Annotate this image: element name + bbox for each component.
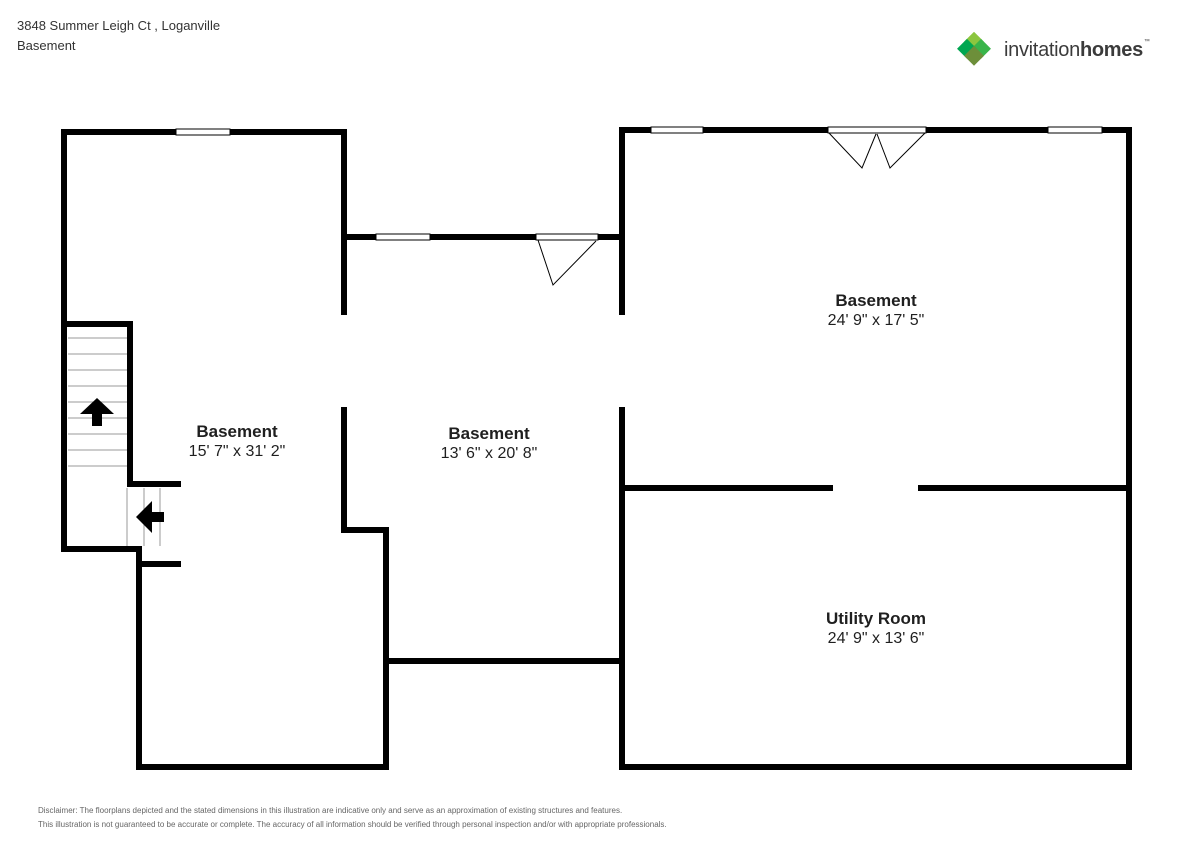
room-label-right-upper: Basement 24' 9" x 17' 5" — [828, 291, 925, 331]
double-door-right — [827, 126, 927, 169]
room-label-left: Basement 15' 7" x 31' 2" — [189, 422, 286, 462]
property-address: 3848 Summer Leigh Ct , Loganville — [17, 18, 221, 33]
room-name: Utility Room — [825, 609, 927, 628]
room-name: Basement — [448, 424, 530, 443]
window — [375, 233, 431, 241]
window — [650, 126, 704, 134]
room-dimensions: 24' 9" x 17' 5" — [827, 312, 925, 329]
trademark-mark: ™ — [1143, 39, 1150, 45]
stair-arrow-up-icon — [80, 398, 114, 426]
invitation-homes-logo-icon — [957, 32, 991, 66]
room-dimensions: 15' 7" x 31' 2" — [188, 443, 286, 460]
brand-name-regular: invitation — [1004, 39, 1080, 61]
brand-name-bold: homes — [1079, 39, 1143, 61]
disclaimer-line-2: This illustration is not guaranteed to b… — [38, 820, 667, 829]
room-dimensions: 24' 9" x 13' 6" — [827, 630, 925, 647]
window — [1047, 126, 1103, 134]
room-name: Basement — [196, 422, 278, 441]
room-name: Basement — [835, 291, 917, 310]
windows — [175, 126, 1103, 241]
brand-name: invitationhomes™ — [1004, 39, 1150, 62]
room-label-middle: Basement 13' 6" x 20' 8" — [441, 424, 538, 464]
wall-stair — [61, 321, 181, 487]
room-label-utility: Utility Room 24' 9" x 13' 6" — [826, 609, 926, 649]
stair-arrow-left-icon — [136, 501, 164, 533]
floor-level-label: Basement — [17, 38, 76, 53]
wall-right-area — [619, 127, 1132, 770]
window — [175, 128, 231, 136]
door-middle — [535, 233, 599, 286]
room-dimensions: 13' 6" x 20' 8" — [440, 445, 538, 462]
disclaimer-line-1: Disclaimer: The floorplans depicted and … — [38, 806, 623, 815]
